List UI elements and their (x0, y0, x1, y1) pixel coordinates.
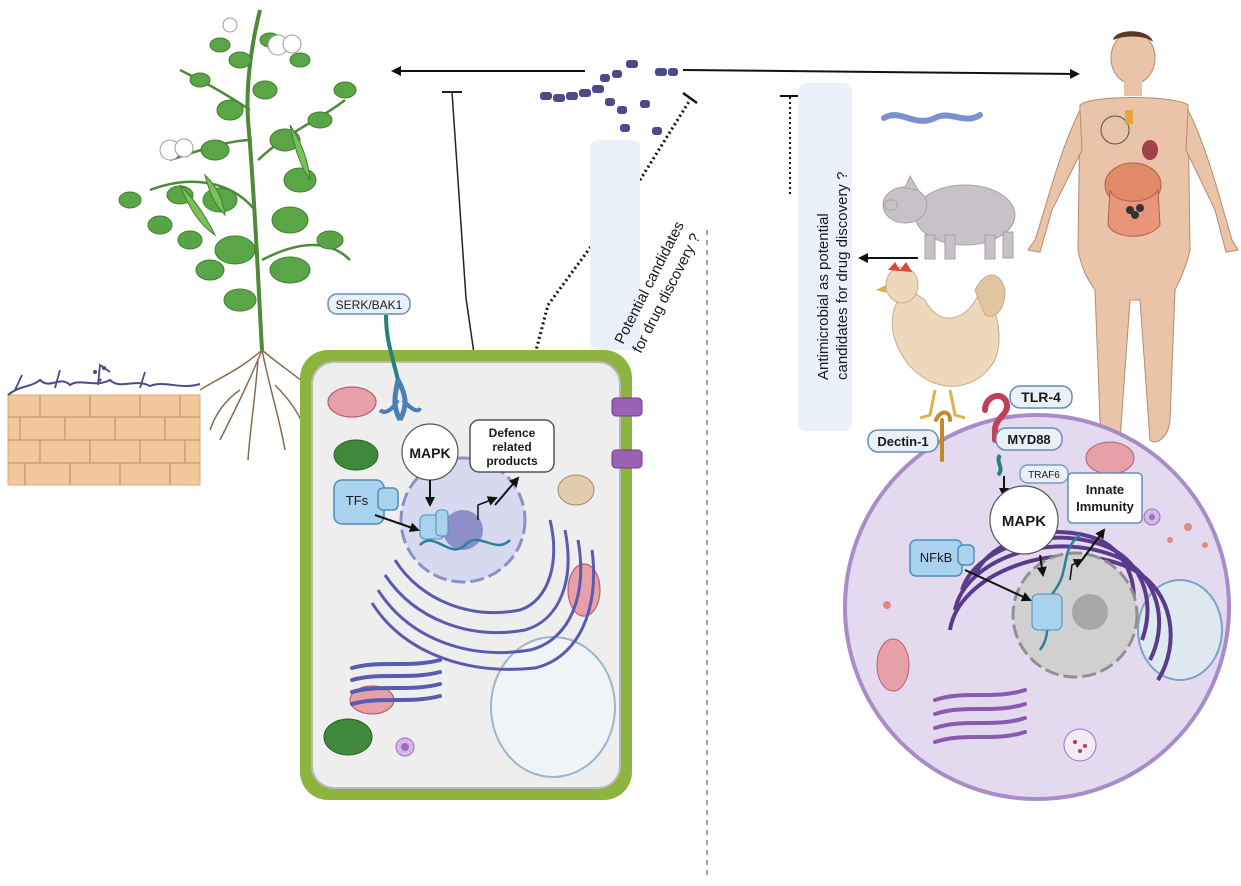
innate-label-line1: Innate (1086, 482, 1124, 497)
plant-drug-callout (590, 140, 640, 350)
tfs-label: TFs (346, 493, 369, 508)
arrow-to-innate (1081, 528, 1106, 561)
animal-er-icon (948, 530, 1173, 682)
mapk-plant-label: MAPK (409, 445, 450, 461)
defence-label-line2: related (492, 440, 531, 454)
animal-drug-callout (798, 83, 852, 431)
myd88-adapter-icon (996, 453, 1003, 477)
arrow-to-defence (494, 476, 520, 506)
chicken-icon (876, 262, 1006, 420)
transcription-arrow-animal (1069, 559, 1084, 581)
human-body-icon (1027, 31, 1239, 443)
arrow-nfkb-to-dna (964, 569, 1032, 602)
tlr4-label-box (1009, 385, 1073, 409)
chloroplast-icon (323, 439, 379, 756)
serk-bak1-label: SERK/BAK1 (336, 298, 403, 312)
tlr4-label: TLR-4 (1021, 389, 1061, 405)
lysosome-icon (1063, 728, 1097, 762)
vacuole-small (557, 474, 595, 506)
animal-vacuole (1137, 579, 1223, 681)
arrow-mapk-to-nucleus-animal (1036, 554, 1047, 577)
soil-block-icon (7, 363, 201, 486)
dectin1-receptor-icon (934, 410, 952, 462)
dectin1-label-box (867, 429, 939, 453)
myd88-label: MYD88 (1007, 432, 1050, 447)
animal-golgi-icon (933, 688, 1027, 744)
fungus-hyphae-icon (540, 60, 678, 135)
traf6-label-box (1019, 464, 1069, 484)
plant-er-icon (370, 519, 596, 671)
dna-plant-icon (419, 538, 511, 551)
worm-parasite-icon (881, 112, 983, 124)
dectin1-label: Dectin-1 (877, 434, 928, 449)
arrow-to-human (682, 68, 1080, 79)
pea-plant-icon (118, 9, 357, 461)
innate-immunity-box (1067, 472, 1143, 524)
inhibition-line-plant (451, 91, 481, 396)
myd88-label-box (995, 427, 1063, 451)
pig-icon (882, 174, 1016, 260)
innate-label-line2: Immunity (1076, 499, 1135, 514)
serk-receptor-icon (378, 314, 422, 422)
defence-label-line1: Defence (489, 426, 536, 440)
defence-products-box (469, 419, 555, 473)
traf6-label: TRAF6 (1028, 470, 1060, 481)
membrane-channel-icon (611, 397, 643, 469)
nfkb-dna-complex-icon (1031, 593, 1063, 631)
tlr4-receptor-icon (982, 393, 1010, 443)
transcription-arrow-plant (477, 496, 498, 520)
dotted-bar-defence (682, 91, 698, 105)
arrow-tfs-to-dna (374, 514, 420, 533)
plant-cell (300, 350, 632, 800)
mapk-animal-node (989, 485, 1059, 555)
defence-label-line3: products (486, 454, 538, 468)
animal-drug-line2: candidates for drug discovery ? (834, 172, 851, 380)
serk-bak1-label-box (327, 293, 411, 315)
dna-animal-icon (1038, 534, 1081, 651)
nfkb-label: NFkB (920, 550, 953, 565)
plant-golgi-icon (350, 658, 442, 706)
mapk-animal-label: MAPK (1002, 513, 1046, 530)
animal-drug-line1: Antimicrobial as potential (815, 213, 832, 380)
